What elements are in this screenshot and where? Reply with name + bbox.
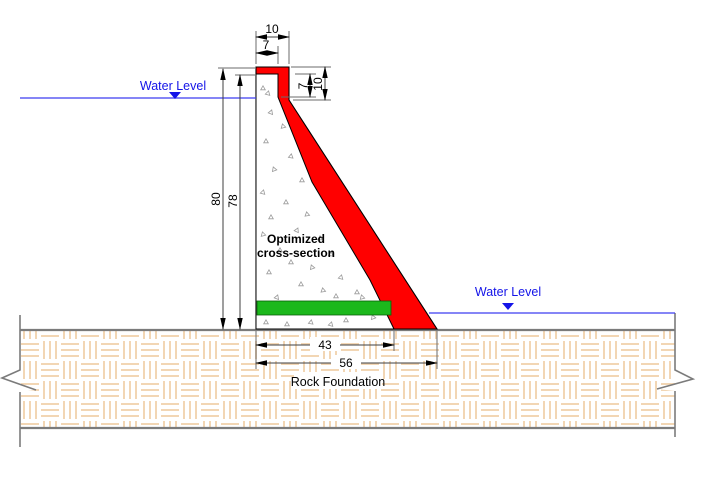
- rock-foundation: Rock Foundation: [0, 313, 696, 447]
- dim-base-total-value: 56: [339, 356, 353, 370]
- dimensions: 10 7 7 10 80 78 43 56: [209, 22, 438, 370]
- rock-foundation-label: Rock Foundation: [291, 375, 386, 389]
- water-level-left-symbol-icon: [169, 92, 181, 99]
- dim-base-total-mask: [331, 355, 361, 369]
- dim-base-optimized-value: 43: [318, 338, 332, 352]
- dam-label-line2: cross-section: [257, 246, 335, 260]
- dim-crest-upstream-value: 7: [263, 38, 270, 52]
- ext-lines-crest-side: [281, 66, 331, 101]
- foundation-right-edge-break: [656, 313, 696, 390]
- dim-base-optimized-mask: [310, 337, 340, 351]
- base-highlight-bar: [256, 300, 392, 316]
- dim-crest-width-value: 10: [265, 22, 279, 36]
- optimized-region: [255, 73, 395, 330]
- left-break-mask: [2, 370, 36, 392]
- water-level-right-label: Water Level: [475, 285, 541, 299]
- dim-crest-depth-inner-value: 7: [296, 82, 310, 89]
- dim-height-below-cap-value: 78: [226, 194, 240, 208]
- ext-lines-height: [218, 67, 255, 76]
- water-level-left: Water Level: [20, 79, 256, 99]
- dim-height-total-value: 80: [209, 192, 223, 206]
- water-level-right-symbol-icon: [502, 303, 514, 310]
- dam-body: Optimized cross-section: [255, 66, 439, 330]
- foundation-left-edge-break: [0, 315, 37, 391]
- dam-label-line1: Optimized: [267, 232, 325, 246]
- water-level-right: Water Level: [429, 285, 675, 314]
- rock-label-mask: [294, 372, 382, 389]
- water-level-left-label: Water Level: [140, 79, 206, 93]
- dim-crest-depth-outer-value: 10: [311, 77, 325, 91]
